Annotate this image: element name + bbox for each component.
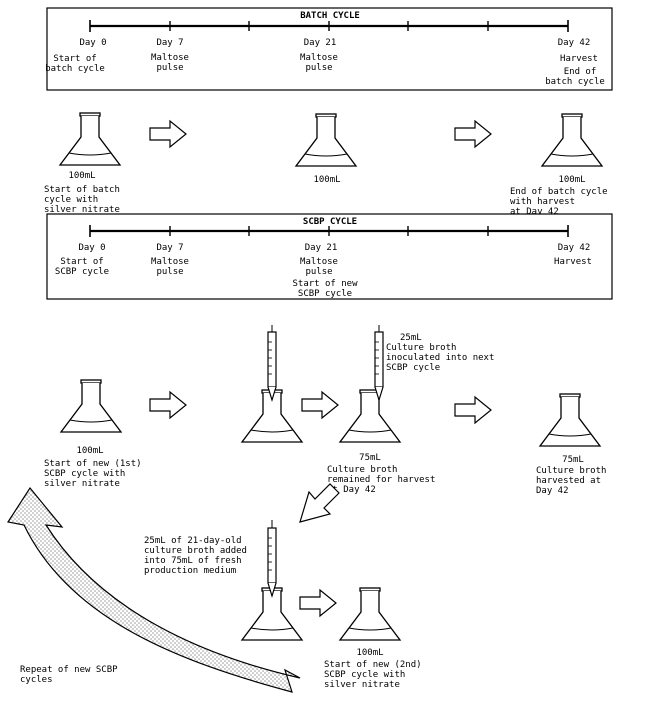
scbp-start-label-line1: Start of — [60, 257, 103, 267]
batch-flask-end-caption-line2: with harvest — [510, 197, 575, 207]
inoculation-note-line3: inoculated into next — [386, 353, 494, 363]
scbp-flask-remaining-caption-line1: Culture broth — [327, 465, 397, 475]
scbp-flask-remaining-volume: 75mL — [359, 453, 381, 463]
batch-flask-middle — [295, 113, 357, 167]
batch-end-label-line2: batch cycle — [545, 77, 605, 87]
scbp-day21-maltose-line2: pulse — [305, 267, 332, 277]
repeat-label-line1: Repeat of new SCBP — [20, 665, 118, 675]
second-flask-caption-line2: SCBP cycle with — [324, 670, 405, 680]
scbp-timeline — [89, 225, 569, 237]
batch-day42-label: Day 42 — [558, 38, 591, 48]
second-pipette — [267, 527, 277, 597]
scbp-arrow-3 — [454, 396, 492, 424]
diagonal-arrow — [299, 483, 340, 523]
batch-cycle-title: BATCH CYCLE — [300, 11, 360, 21]
scbp-new-cycle-label-line2: SCBP cycle — [298, 289, 352, 299]
batch-flask-start-caption-line1: Start of batch — [44, 185, 120, 195]
scbp-flask-harvested-caption-line3: Day 42 — [536, 486, 569, 496]
scbp-flask-remaining-caption-line3: at Day 42 — [327, 485, 376, 495]
scbp-flask-harvested-caption-line1: Culture broth — [536, 466, 606, 476]
repeat-cycle-arrow — [7, 486, 301, 693]
batch-end-label-line1: End of — [564, 67, 597, 77]
scbp-flask-row: 100mL Start of new (1st) SCBP cycle with… — [44, 325, 606, 496]
second-arrow — [299, 589, 337, 617]
batch-flask-row: 100mL Start of batch cycle with silver n… — [44, 112, 608, 217]
scbp-day7-maltose-line1: Maltose — [151, 257, 189, 267]
batch-flask-middle-volume: 100mL — [313, 175, 340, 185]
batch-flask-start-caption-line2: cycle with — [44, 195, 98, 205]
scbp-flask-start-caption-line1: Start of new (1st) — [44, 459, 142, 469]
batch-arrow-2 — [454, 120, 492, 148]
scbp-flask-start-caption-line2: SCBP cycle with — [44, 469, 125, 479]
inoculation-note-line4: SCBP cycle — [386, 363, 440, 373]
batch-flask-end-volume: 100mL — [558, 175, 585, 185]
scbp-flask-start-volume: 100mL — [76, 446, 103, 456]
scbp-cycle-panel: SCBP CYCLE Day 0 Day 7 Day 21 Day 42 Sta… — [46, 213, 613, 300]
inoculation-note-line2: Culture broth — [386, 343, 456, 353]
second-flask-caption-line3: silver nitrate — [324, 680, 400, 690]
scbp-new-cycle-label-line1: Start of new — [292, 279, 358, 289]
second-cycle-row: 25mL of 21-day-old culture broth added i… — [144, 520, 422, 690]
batch-start-label-line1: Start of — [53, 54, 96, 64]
scbp-arrow-2 — [301, 391, 339, 419]
batch-day7-label: Day 7 — [156, 38, 183, 48]
batch-flask-start — [59, 112, 121, 166]
second-flask-volume: 100mL — [356, 648, 383, 658]
batch-day0-label: Day 0 — [79, 38, 106, 48]
batch-day21-maltose-line2: pulse — [305, 63, 332, 73]
scbp-start-label-line2: SCBP cycle — [55, 267, 109, 277]
scbp-arrow-1 — [149, 391, 187, 419]
scbp-day21-maltose-line1: Maltose — [300, 257, 338, 267]
scbp-flask-start-caption-line3: silver nitrate — [44, 479, 120, 489]
batch-day21-maltose-line1: Maltose — [300, 53, 338, 63]
scbp-flask-remaining — [339, 389, 401, 443]
batch-flask-end-caption-line3: at Day 42 — [510, 207, 559, 217]
batch-harvest-label: Harvest — [560, 54, 598, 64]
batch-flask-start-caption-line3: silver nitrate — [44, 205, 120, 215]
batch-day21-label: Day 21 — [304, 38, 337, 48]
batch-start-label-line2: batch cycle — [45, 64, 105, 74]
scbp-pipette-1 — [267, 331, 277, 401]
scbp-flask-start-1st — [60, 379, 122, 433]
batch-cycle-panel: BATCH CYCLE Day 0 Day 7 Day 21 Day 42 St… — [45, 7, 613, 91]
batch-flask-start-volume: 100mL — [68, 171, 95, 181]
transfer-note-line3: into 75mL of fresh — [144, 556, 242, 566]
second-flask-caption-line1: Start of new (2nd) — [324, 660, 422, 670]
scbp-day42-label: Day 42 — [558, 243, 591, 253]
scbp-harvest-label: Harvest — [554, 257, 592, 267]
batch-arrow-1 — [149, 120, 187, 148]
scbp-day7-maltose-line2: pulse — [156, 267, 183, 277]
scbp-day21-label: Day 21 — [305, 243, 338, 253]
batch-flask-end — [541, 113, 603, 167]
transfer-note-line4: production medium — [144, 566, 236, 576]
scbp-flask-remaining-caption-line2: remained for harvest — [327, 475, 435, 485]
scbp-flask-harvested-caption-line2: harvested at — [536, 476, 601, 486]
scbp-day0-label: Day 0 — [78, 243, 105, 253]
scbp-flask-harvested — [539, 393, 601, 447]
scbp-pipette-2 — [374, 331, 384, 401]
batch-timeline — [89, 20, 569, 32]
scbp-flask-harvested-volume: 75mL — [562, 455, 584, 465]
second-flask-start-2nd — [339, 587, 401, 641]
transfer-note-line1: 25mL of 21-day-old — [144, 536, 242, 546]
batch-day7-maltose-line1: Maltose — [151, 53, 189, 63]
inoculation-note-line1: 25mL — [400, 333, 422, 343]
scbp-cycle-title: SCBP CYCLE — [303, 217, 357, 227]
batch-flask-end-caption-line1: End of batch cycle — [510, 187, 608, 197]
transfer-note-line2: culture broth added — [144, 546, 247, 556]
repeat-label-line2: cycles — [20, 675, 53, 685]
scbp-day7-label: Day 7 — [156, 243, 183, 253]
batch-day7-maltose-line2: pulse — [156, 63, 183, 73]
